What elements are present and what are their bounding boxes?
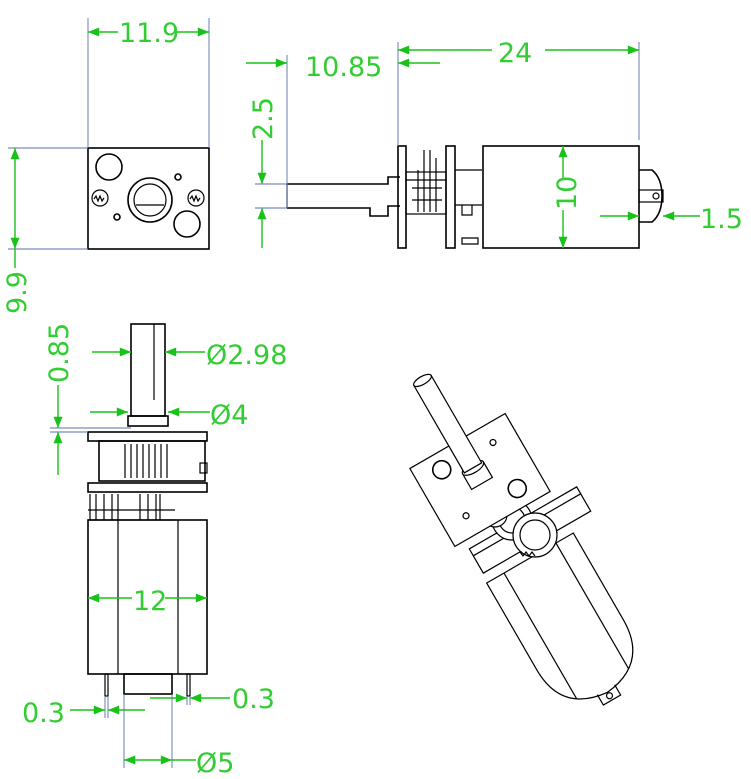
screw-left-mark [93, 194, 105, 203]
dim-motor-diameter-label: 10 [552, 176, 583, 210]
side-shaft-top [287, 176, 400, 185]
bushing-inner [133, 183, 167, 217]
dim-terminal-left-label: 0.3 [22, 698, 65, 729]
terminal-left [104, 673, 109, 697]
dim-shaft-offset: 10.85 [246, 52, 440, 208]
dim-body-length-label: 24 [498, 38, 532, 69]
top-boss [123, 673, 173, 695]
dim-height-front: 9.9 [2, 147, 88, 314]
screw-right-mark [189, 194, 201, 203]
side-terminal [638, 189, 664, 203]
dim-motor-width-label: 12 [133, 586, 167, 617]
terminal-right [186, 673, 191, 697]
top-lower-gear-teeth [89, 494, 161, 520]
pin-hole-2 [113, 213, 121, 221]
dim-terminal-right-label: 0.3 [232, 684, 275, 715]
side-end-cap [639, 169, 663, 223]
side-gear-teeth [406, 150, 446, 212]
dim-motor-width: 12 [87, 586, 207, 617]
top-front-plate [87, 431, 208, 442]
dim-terminal: 1.5 [600, 204, 743, 235]
mount-hole-bottom-right [173, 210, 201, 238]
dim-boss-diameter: Ø5 [123, 694, 234, 779]
top-view [87, 323, 208, 697]
pin-hole-1 [174, 173, 182, 181]
side-view [286, 145, 664, 249]
dim-shaft-flat-len: 0.85 [44, 323, 131, 475]
top-gear-cavity [98, 440, 206, 482]
dim-shaft-offset-label: 10.85 [305, 52, 382, 83]
side-gear-block [405, 171, 447, 215]
top-gear-teeth [124, 444, 168, 478]
dim-height-front-label: 9.9 [2, 271, 33, 314]
dim-boss-diameter-label: Ø5 [196, 748, 234, 779]
dim-motor-diameter: 10 [552, 146, 583, 248]
top-shaft [130, 323, 166, 417]
top-middle-plate [87, 482, 208, 493]
mount-hole-top-left [95, 153, 123, 181]
side-shaft-bottom [287, 205, 400, 217]
iso-motor-body [485, 532, 634, 700]
screw-left [91, 189, 109, 207]
dim-width-top-label: 11.9 [119, 18, 179, 49]
isometric-view [409, 373, 634, 706]
dim-terminal-left: 0.3 [22, 696, 145, 729]
side-gear-detail [455, 169, 482, 245]
dim-shaft-flat: 2.5 [248, 97, 287, 248]
dim-terminal-label: 1.5 [700, 204, 743, 235]
bushing-outer [127, 177, 173, 223]
dim-terminal-right: 0.3 [150, 684, 275, 715]
dim-width-top: 11.9 [87, 18, 210, 148]
dim-bushing-diameter-label: Ø4 [210, 400, 248, 431]
screw-right [187, 189, 205, 207]
side-front-plate [397, 145, 407, 249]
iso-terminal [596, 684, 622, 706]
dim-body-length: 24 [397, 38, 640, 146]
dim-shaft-diameter: Ø2.98 [92, 340, 287, 371]
front-view [87, 147, 210, 250]
dim-shaft-flat-label: 2.5 [248, 97, 279, 140]
gearbox-plate-outline [87, 147, 210, 250]
top-bushing [127, 415, 169, 427]
top-lower-gear-band [88, 509, 175, 521]
dim-shaft-diameter-label: Ø2.98 [206, 340, 287, 371]
dim-shaft-flat-len-label: 0.85 [44, 323, 75, 383]
side-middle-plate [445, 145, 456, 249]
dim-bushing-diameter: Ø4 [90, 400, 248, 431]
